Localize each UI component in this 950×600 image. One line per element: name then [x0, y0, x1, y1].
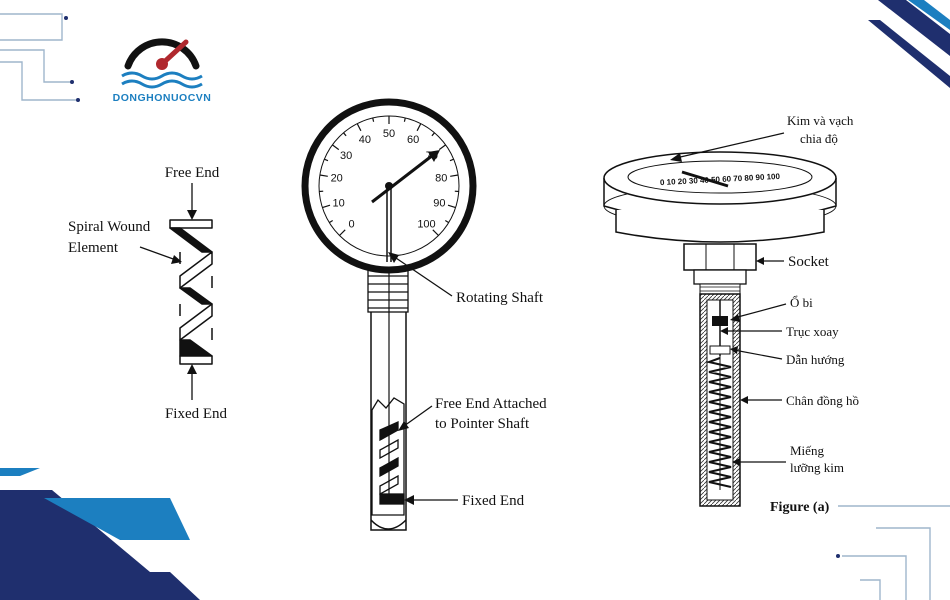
label-fixed-end: Fixed End: [165, 406, 228, 422]
decor-stripes-top-right: [868, 0, 950, 88]
label-guide: Dẫn hướng: [786, 352, 845, 367]
label-free-end-attached: Free End Attached: [435, 396, 547, 412]
label-element: Element: [68, 240, 119, 256]
dial-tick: [450, 174, 459, 177]
dial-number: 40: [359, 134, 371, 146]
pointer: [371, 153, 434, 204]
label-needle-scale-2: chia độ: [800, 131, 838, 146]
dial-ticks: [319, 116, 459, 236]
dial-tick: [322, 204, 331, 209]
dial-number: 80: [435, 173, 447, 185]
label-free-end: Free End: [165, 165, 220, 181]
bimetal-coil-path: [705, 357, 732, 488]
dial-number: 90: [433, 197, 445, 209]
decor-shapes-bottom-left: [0, 468, 200, 600]
label-needle-scale: Kim và vạch: [787, 113, 854, 128]
label-bearing: Ổ bi: [790, 295, 813, 310]
brand-logo: DONGHONUOCVN: [113, 38, 212, 104]
dial-tick: [332, 144, 340, 151]
dial-tick: [339, 229, 346, 236]
dial-number: 60: [407, 134, 419, 146]
label-to-pointer-shaft: to Pointer Shaft: [435, 416, 530, 432]
dial-tick: [432, 229, 439, 236]
dial-tick: [449, 158, 454, 162]
label-bimetal-2: lưỡng kim: [790, 460, 844, 475]
label-bimetal: Miếng: [790, 443, 824, 458]
label-shaft: Trục xoay: [786, 324, 839, 339]
dial-number: 0: [348, 219, 354, 231]
dial-tick: [444, 219, 450, 224]
dial-number: 20: [331, 173, 343, 185]
label-spiral-wound: Spiral Wound: [68, 219, 151, 235]
dial-tick: [356, 123, 362, 132]
dial-tick: [372, 117, 375, 122]
decor-circuit-top-left: [0, 13, 80, 102]
label-stem: Chân đồng hồ: [786, 393, 859, 408]
brand-name: DONGHONUOCVN: [113, 92, 212, 104]
dial-number: 100: [417, 219, 435, 231]
socket: [683, 243, 757, 271]
dial-number: 30: [340, 150, 352, 162]
decor-circuit-bottom-right: [836, 505, 950, 600]
dial-number: 50: [383, 128, 395, 140]
label-fixed-end-b: Fixed End: [462, 493, 525, 509]
dial-tick: [416, 123, 422, 132]
bimetal-coil: [705, 357, 732, 488]
label-socket: Socket: [788, 254, 830, 270]
dial-tick: [319, 174, 328, 177]
dial-tick: [447, 204, 456, 209]
dial-tick: [403, 117, 406, 122]
dial-tick: [324, 158, 329, 162]
spiral-element-graphic: [169, 219, 213, 365]
gauge-icon: [124, 38, 200, 70]
spiral-element-diagram: Free End Spiral Wound Element Fixed End: [68, 165, 228, 422]
dial-number: 10: [332, 197, 344, 209]
dial-tick: [328, 219, 334, 224]
bimetal-thermometer-diagram: 0 10 20 30 40 50 60 70 80 90 100 Kim và …: [603, 113, 859, 515]
label-figure: Figure (a): [770, 500, 830, 515]
wave-icon: [121, 71, 203, 81]
label-rotating-shaft: Rotating Shaft: [456, 290, 544, 306]
dial-tick: [438, 144, 446, 151]
dial-tick: [343, 132, 347, 137]
needle: [681, 170, 729, 188]
dial-tick: [431, 132, 435, 137]
